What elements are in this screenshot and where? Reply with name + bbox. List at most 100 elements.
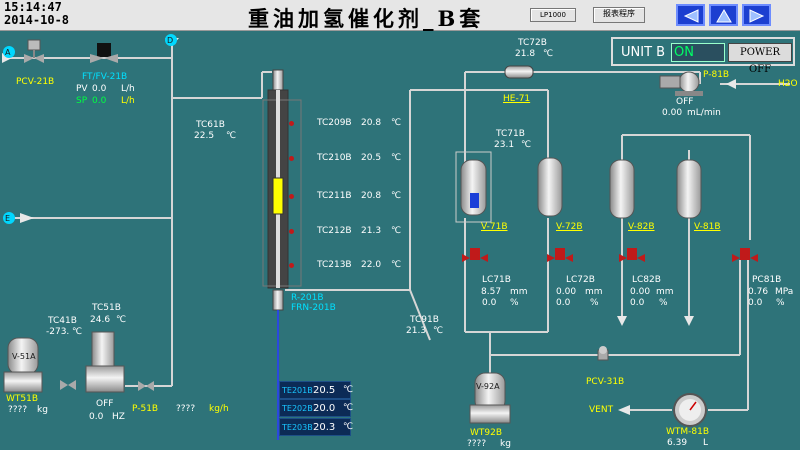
valve-output-unit: % xyxy=(659,298,668,308)
wtm-81b-value: 6.39 xyxy=(667,438,688,448)
te-tag: TE201B xyxy=(282,386,313,395)
level-controller-value: 0.00 xyxy=(630,287,651,297)
vessel-tag[interactable]: V-71B xyxy=(481,222,508,232)
lp-button[interactable]: LP1000 xyxy=(530,8,576,22)
connector-e-icon xyxy=(3,212,15,224)
zone-unit: ℃ xyxy=(391,226,402,236)
zone-unit: ℃ xyxy=(391,118,402,128)
tc41b-unit: ℃ xyxy=(72,327,83,337)
reactor-tag: R-201B xyxy=(291,293,324,303)
unit-label: UNIT B xyxy=(621,45,666,60)
pv-value: 0.0 xyxy=(92,84,107,94)
valve-output-unit: % xyxy=(776,298,785,308)
level-controller-value: 0.00 xyxy=(556,287,577,297)
arrow-right-icon xyxy=(749,9,765,23)
pump-p51-state: OFF xyxy=(96,399,114,409)
vessel-tag[interactable]: V-82B xyxy=(628,222,655,232)
wt92b-value: ???? xyxy=(467,439,487,449)
flow-arrow-down-1 xyxy=(617,316,627,326)
te-unit: ℃ xyxy=(343,385,354,395)
v51a-tag: V-51A xyxy=(12,352,36,361)
clock-time: 15:14:47 xyxy=(4,0,62,14)
nav-forward-button[interactable] xyxy=(742,4,771,26)
tc41b-tag: TC41B xyxy=(48,316,77,326)
nav-back-button[interactable] xyxy=(676,4,705,26)
tc61b-value: 22.5 xyxy=(194,131,215,141)
zone-tag: TC213B xyxy=(317,260,352,270)
vessel-tag[interactable]: V-81B xyxy=(694,222,721,232)
pcv-31b-tag[interactable]: PCV-31B xyxy=(586,377,625,387)
tc91b-unit: ℃ xyxy=(433,326,444,336)
wtm-81b-unit: L xyxy=(703,438,709,448)
vent-label: VENT xyxy=(589,405,614,415)
valve-output-unit: % xyxy=(510,298,519,308)
zone-thermocouple-icon xyxy=(289,156,294,161)
pcv-21b-tag[interactable]: PCV-21B xyxy=(16,77,55,87)
wt92b-tag[interactable]: WT92B xyxy=(470,428,503,438)
header-bar: 15:14:47 2014-10-8 重油加氢催化剂_B套 LP1000 报表程… xyxy=(0,0,800,31)
lc71b-valve-icon xyxy=(462,248,488,262)
tc71b-unit: ℃ xyxy=(521,140,532,150)
pv-label: PV xyxy=(76,84,88,94)
sp-value[interactable]: 0.0 xyxy=(92,96,107,106)
unit-status: ON xyxy=(671,43,725,62)
furnace-tag: FRN-201B xyxy=(291,303,336,313)
te-value: 20.0 xyxy=(313,403,336,414)
clock: 15:14:47 2014-10-8 xyxy=(4,1,69,27)
zone-thermocouple-icon xyxy=(289,263,294,268)
pc81b-valve-icon xyxy=(732,248,758,262)
arrow-left-icon xyxy=(683,9,699,23)
pcv-21b-valve-icon xyxy=(24,39,44,63)
report-program-button[interactable]: 报表程序 xyxy=(593,7,645,23)
flow-arrow-vent xyxy=(618,405,630,415)
sp-label: SP xyxy=(76,96,88,106)
p81b-tag[interactable]: P-81B xyxy=(703,70,730,80)
ftfv-21b-tag[interactable]: FT/FV-21B xyxy=(82,72,128,82)
vessel-tag[interactable]: V-72B xyxy=(556,222,583,232)
level-controller-unit: mm xyxy=(656,287,674,297)
lc72b-valve-icon xyxy=(547,248,573,262)
wtm-81b-tag[interactable]: WTM-81B xyxy=(666,427,710,437)
valve-output-value: 0.0 xyxy=(556,298,571,308)
p51b-value: ???? xyxy=(176,404,196,414)
wtm-81b-meter-icon xyxy=(673,393,707,427)
wt92b-unit: kg xyxy=(500,439,511,449)
zone-value: 20.8 xyxy=(361,118,382,128)
connector-d-icon xyxy=(165,34,177,46)
h2o-label: H2O xyxy=(778,79,798,89)
te-tag: TE202B xyxy=(282,404,313,413)
p-81b-pump-icon xyxy=(659,71,703,96)
level-controller-value: 8.57 xyxy=(481,287,502,297)
tc61b-unit: ℃ xyxy=(226,131,237,141)
stream-e-label: E xyxy=(5,214,11,223)
valve-output-unit: % xyxy=(590,298,599,308)
level-controller-value: 0.76 xyxy=(748,287,769,297)
tc51b-tag: TC51B xyxy=(92,303,121,313)
zone-tag: TC211B xyxy=(317,191,352,201)
level-controller-unit: MPa xyxy=(775,287,794,297)
zone-thermocouple-icon xyxy=(289,229,294,234)
wt51b-value: ???? xyxy=(8,405,28,415)
zone-tag: TC209B xyxy=(317,118,352,128)
wt51b-tag[interactable]: WT51B xyxy=(6,394,39,404)
level-controller-tag: LC72B xyxy=(566,275,595,285)
p81b-value: 0.00 xyxy=(662,108,683,118)
zone-unit: ℃ xyxy=(391,260,402,270)
p51b-tag[interactable]: P-51B xyxy=(132,404,159,414)
te-unit: ℃ xyxy=(343,422,354,432)
vessel-v72b xyxy=(537,157,563,217)
zone-tag: TC210B xyxy=(317,153,352,163)
arrow-up-icon xyxy=(716,9,732,23)
level-controller-tag: LC82B xyxy=(632,275,661,285)
zone-value: 21.3 xyxy=(361,226,382,236)
nav-up-button[interactable] xyxy=(709,4,738,26)
he-71-tag[interactable]: HE-71 xyxy=(503,94,531,104)
tc51b-unit: ℃ xyxy=(116,315,127,325)
tc51b-value: 24.6 xyxy=(90,315,111,325)
power-off-button[interactable]: POWER OFF xyxy=(728,43,792,75)
zone-value: 20.5 xyxy=(361,153,382,163)
unit-panel: UNIT B ON POWER OFF xyxy=(611,37,795,75)
